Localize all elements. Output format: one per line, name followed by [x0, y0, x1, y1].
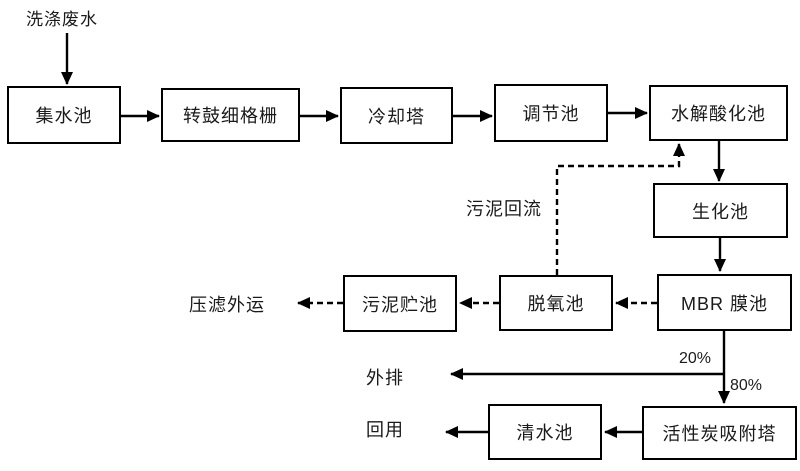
node-equalization-tank: 调节池: [494, 84, 608, 142]
label-sludge-return: 污泥回流: [466, 199, 542, 219]
label-discharge: 外排: [366, 368, 404, 388]
node-rotary-drum-fine-screen: 转鼓细格栅: [161, 88, 300, 142]
node-clean-water-tank: 清水池: [488, 404, 602, 460]
node-biochemical-tank: 生化池: [653, 183, 788, 238]
label-influent-washing-wastewater: 洗涤废水: [26, 10, 98, 29]
node-collection-tank: 集水池: [7, 86, 121, 144]
node-hydrolysis-acidification-tank: 水解酸化池: [649, 85, 788, 141]
node-activated-carbon-adsorption-tower: 活性炭吸附塔: [642, 406, 797, 460]
node-mbr-membrane-tank: MBR 膜池: [657, 274, 792, 331]
label-percent-20: 20%: [679, 350, 712, 367]
node-cooling-tower: 冷却塔: [340, 87, 453, 144]
label-reuse: 回用: [366, 420, 404, 440]
label-filter-press-transport: 压滤外运: [189, 295, 265, 315]
edge-sludge-return-arrow: [555, 143, 685, 275]
node-deoxygenation-tank: 脱氧池: [499, 275, 613, 331]
label-percent-80: 80%: [730, 377, 763, 394]
node-sludge-storage-tank: 污泥贮池: [343, 275, 457, 332]
